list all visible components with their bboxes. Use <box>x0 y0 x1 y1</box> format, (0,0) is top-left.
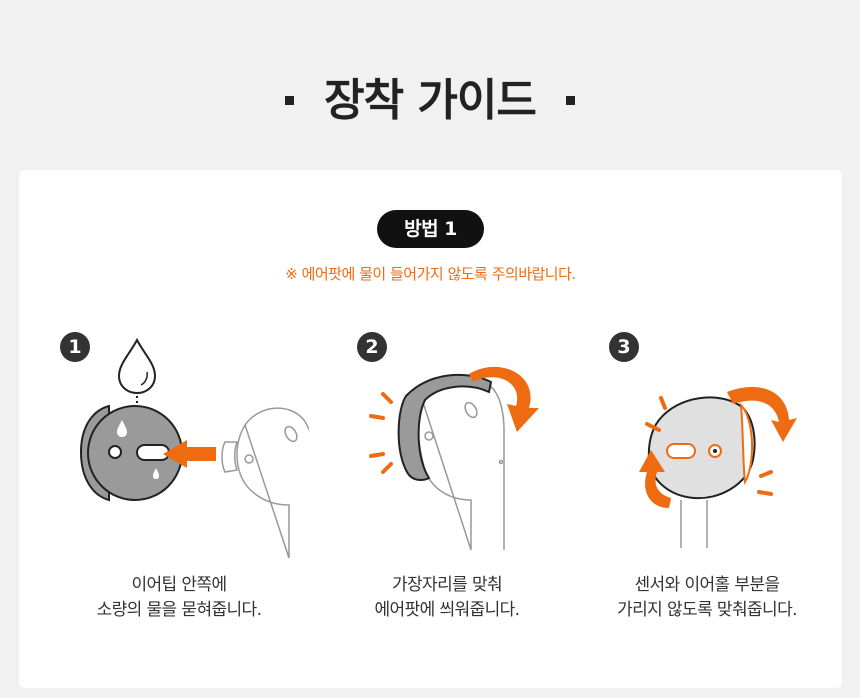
ear-tip-icon <box>79 404 183 502</box>
step-1-illustration <box>79 337 309 559</box>
step-3-caption-line1: 센서와 이어홀 부분을 <box>634 575 781 595</box>
step-3-caption-line2: 가리지 않도록 맞춰줍니다. <box>617 600 797 620</box>
page-title: 장착 가이드 <box>0 66 860 136</box>
page-title-text: 장착 가이드 <box>324 75 537 126</box>
step-3-number: 3 <box>609 332 639 362</box>
step-2-caption-line1: 가장자리를 맞춰 <box>391 575 503 595</box>
method-badge: 방법 1 <box>377 210 484 248</box>
rotate-arrow-icon <box>469 366 539 432</box>
warning-note: ※ 에어팟에 물이 들어가지 않도록 주의바랍니다. <box>285 265 576 283</box>
bullet-square-left <box>285 95 295 105</box>
airpod-with-tip-icon <box>397 373 505 551</box>
rotate-arrow-top-icon <box>727 387 797 442</box>
step-2-number: 2 <box>357 332 387 362</box>
water-drop-icon <box>117 337 157 395</box>
step-1-caption: 이어팁 안쪽에 소량의 물을 묻혀줍니다. <box>49 573 309 623</box>
step-1-caption-line1: 이어팁 안쪽에 <box>131 575 227 595</box>
spark-lines-icon <box>645 396 773 496</box>
rotate-arrow-bottom-icon <box>639 450 671 508</box>
step-1-number: 1 <box>60 332 90 362</box>
step-2-illustration <box>369 366 539 551</box>
step-3-caption: 센서와 이어홀 부분을 가리지 않도록 맞춰줍니다. <box>577 573 837 623</box>
ear-tip-back-icon <box>647 396 756 500</box>
step-1-caption-line2: 소량의 물을 묻혀줍니다. <box>96 600 262 620</box>
step-2-caption-line2: 에어팟에 씌워줍니다. <box>374 600 521 620</box>
step-2-caption: 가장자리를 맞춰 에어팟에 씌워줍니다. <box>317 573 577 623</box>
guide-card: 방법 1 ※ 에어팟에 물이 들어가지 않도록 주의바랍니다. 1 <box>19 170 842 688</box>
step-3-illustration <box>639 387 797 548</box>
spark-lines-icon <box>369 392 393 474</box>
airpod-icon <box>221 407 309 559</box>
arrow-left-icon <box>163 440 216 468</box>
bullet-square-right <box>565 95 575 105</box>
